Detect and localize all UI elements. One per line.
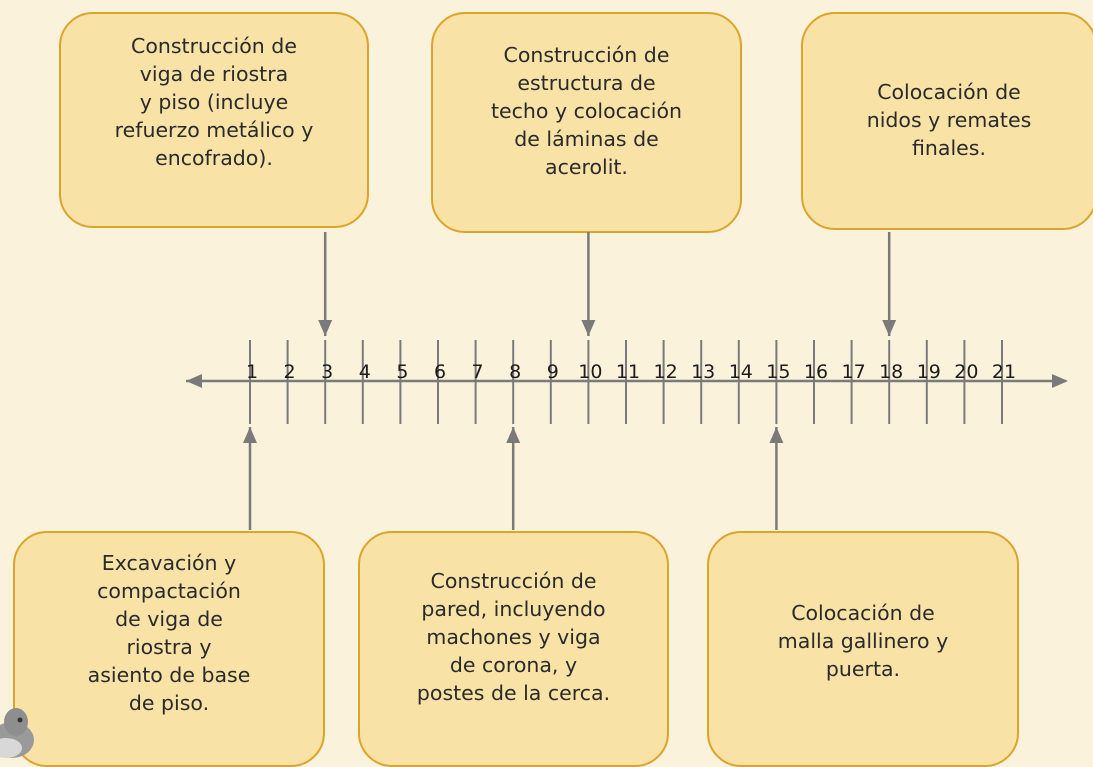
tick-label: 15 [766, 361, 790, 383]
tick-label: 1 [246, 361, 258, 383]
bottom-box-step-1: Excavación y compactación de viga de rio… [13, 531, 325, 767]
top-pointer-arrow-10-head [581, 320, 596, 336]
axis-left-arrowhead [186, 374, 202, 388]
top-box-step-10-text: Construcción de estructura de techo y co… [490, 43, 682, 179]
pointer-arrows [243, 232, 897, 530]
top-pointer-arrow-3-head [318, 320, 333, 336]
bottom-box-step-8: Construcción de pared, incluyendo machon… [358, 531, 669, 767]
tick-label: 7 [472, 361, 484, 383]
tick-label: 12 [654, 361, 678, 383]
top-box-step-3: Construcción de viga de riostra y piso (… [59, 12, 369, 228]
tick-label: 11 [616, 361, 640, 383]
tick-label: 14 [729, 361, 753, 383]
tick-label: 19 [917, 361, 941, 383]
timeline-diagram: Construcción de viga de riostra y piso (… [0, 12, 1093, 767]
tick-label: 5 [396, 361, 408, 383]
top-box-step-18: Colocación de nidos y remates finales. [801, 12, 1093, 230]
bottom-box-step-15: Colocación de malla gallinero y puerta. [707, 531, 1019, 767]
tick-label: 4 [359, 361, 371, 383]
tick-label: 18 [879, 361, 903, 383]
bottom-box-step-8-text: Construcción de pared, incluyendo machon… [416, 569, 611, 705]
axis-right-arrowhead [1052, 374, 1068, 388]
tick-label: 17 [842, 361, 866, 383]
tick-label: 10 [578, 361, 602, 383]
tick-label: 9 [547, 361, 559, 383]
tick-label: 20 [954, 361, 978, 383]
tick-label: 21 [992, 361, 1016, 383]
tick-label: 13 [691, 361, 715, 383]
bottom-pointer-arrow-15-head [769, 427, 784, 443]
tick-label: 6 [434, 361, 446, 383]
top-pointer-arrow-18-head [882, 320, 897, 336]
bottom-pointer-arrow-8-head [506, 427, 521, 443]
bottom-pointer-arrow-1-head [243, 427, 257, 443]
top-box-step-10: Construcción de estructura de techo y co… [431, 12, 742, 233]
bottom-box-step-1-text: Excavación y compactación de viga de rio… [87, 551, 251, 715]
bottom-box-step-15-text: Colocación de malla gallinero y puerta. [777, 601, 949, 681]
tick-label: 16 [804, 361, 828, 383]
tick-label: 8 [509, 361, 521, 383]
tick-label: 2 [284, 361, 296, 383]
mascot-icon [0, 708, 34, 758]
tick-label: 3 [321, 361, 333, 383]
top-box-step-3-text: Construcción de viga de riostra y piso (… [114, 34, 314, 170]
top-box-step-18-text: Colocación de nidos y remates finales. [866, 80, 1032, 160]
